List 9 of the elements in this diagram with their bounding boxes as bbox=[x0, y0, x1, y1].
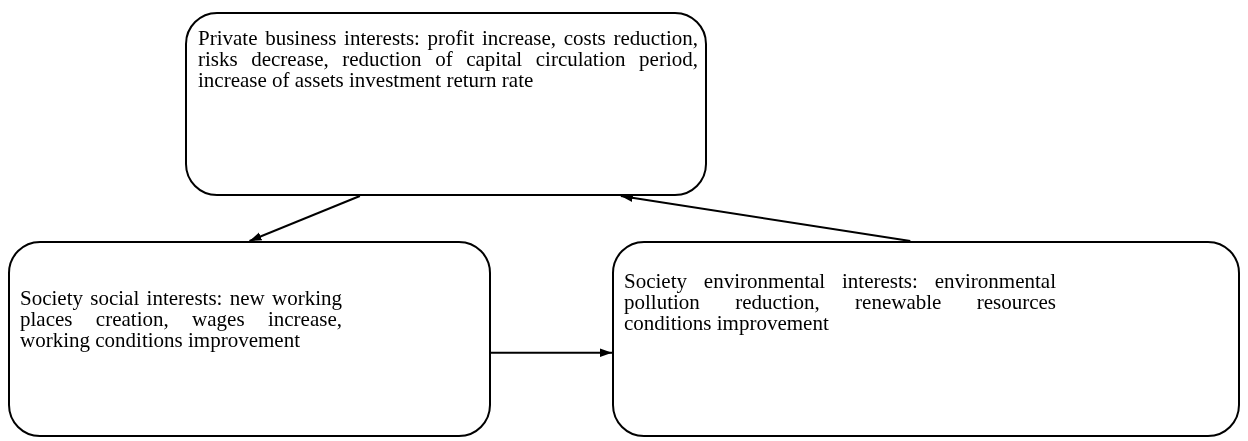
box-text: Society social interests: new working places creation, wages increase, working conditions improvement bbox=[20, 288, 342, 351]
arrow bbox=[248, 195, 361, 242]
rounded-box bbox=[185, 12, 707, 196]
arrow bbox=[490, 348, 613, 357]
box-text: Society environmental interests: environmental pollution reduction, renewable resources conditions improvement bbox=[624, 271, 1056, 334]
box-text: Private business interests: profit increase, costs reduction, risks decrease, reduction of capital circulation period, increase of assets investment return rate bbox=[198, 28, 698, 91]
arrow bbox=[619, 193, 912, 242]
rounded-box bbox=[8, 241, 491, 437]
rounded-box bbox=[612, 241, 1240, 437]
